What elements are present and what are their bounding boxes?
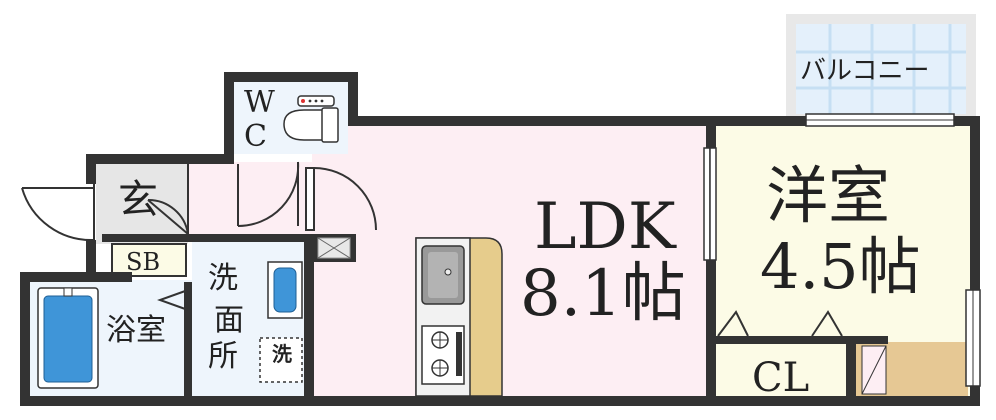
bathroom-label: 浴室 <box>106 313 166 348</box>
washroom-label-line1: 洗 <box>208 261 238 296</box>
shoe-box-label: SB <box>126 248 161 276</box>
washroom-label-line3: 所 <box>208 339 238 374</box>
sliding-door <box>703 147 717 261</box>
closet-label: CL <box>752 355 810 401</box>
western-room-name: 洋室 <box>766 159 891 232</box>
balcony-label: バルコニー <box>800 56 930 86</box>
hall-floor <box>188 162 312 234</box>
walls <box>20 72 980 406</box>
bathtub-icon <box>37 287 99 389</box>
washer-space-label: 洗 <box>272 342 292 366</box>
wc-label-line1: W <box>244 85 275 120</box>
sink-icon <box>421 245 465 305</box>
balcony <box>786 14 976 118</box>
front-door <box>21 184 95 242</box>
entrance-floor <box>96 162 188 244</box>
closet-floor <box>718 342 846 396</box>
ldk-floor <box>312 124 712 396</box>
wc-door <box>237 161 300 228</box>
toilet-icon <box>283 95 339 143</box>
wc-label-line2: C <box>244 119 267 154</box>
ldk-door <box>305 167 377 231</box>
wash-basin-icon <box>267 261 303 319</box>
ldk-size: 8.1帖 <box>520 257 686 331</box>
shoe-box <box>111 243 187 277</box>
stove-icon <box>421 325 465 385</box>
entrance-door <box>147 164 189 235</box>
ldk-name: LDK <box>534 190 676 264</box>
western-room-size: 4.5帖 <box>760 230 921 303</box>
entrance-label: 玄 <box>118 177 158 223</box>
washer-space <box>259 337 303 383</box>
closet-doors <box>717 310 843 337</box>
washroom-label-line2: 面 <box>214 303 244 338</box>
washroom-door <box>157 289 189 311</box>
